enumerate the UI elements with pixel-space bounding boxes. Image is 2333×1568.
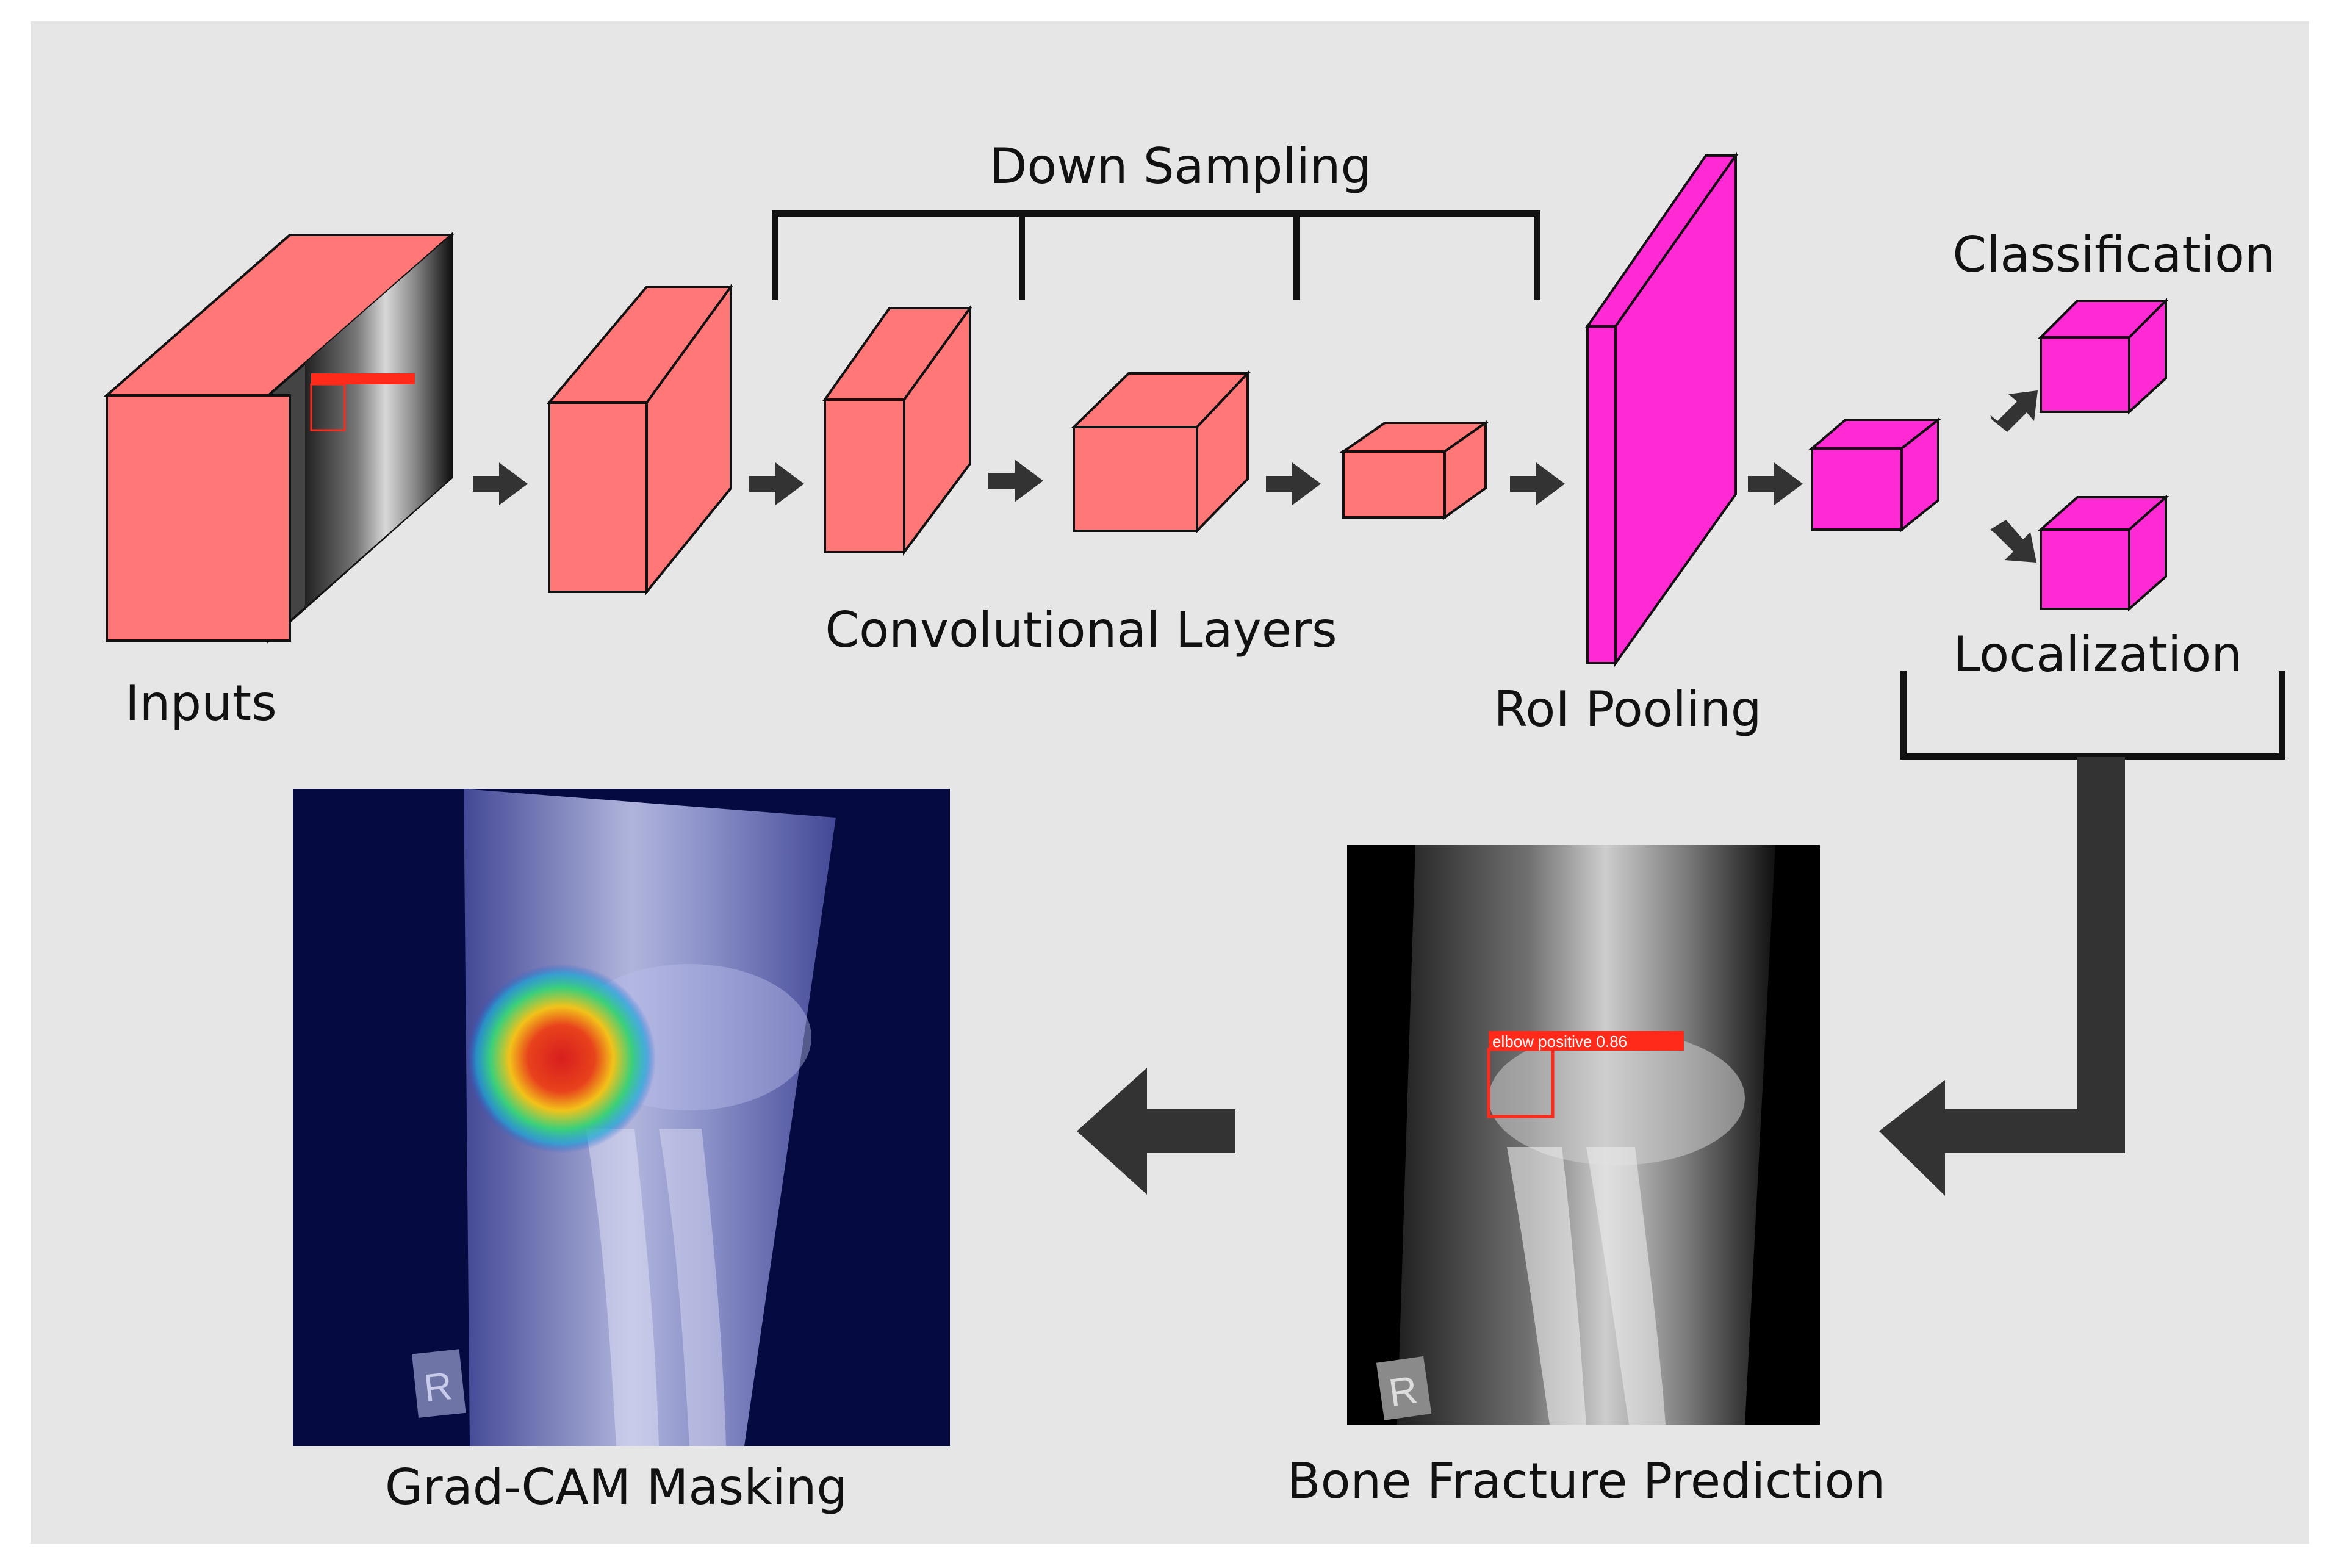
return-arrow-to-prediction xyxy=(1879,757,2125,1196)
arrow-down-right xyxy=(1990,520,2036,563)
input-block xyxy=(103,232,455,644)
arrow-up-right xyxy=(1990,390,2038,432)
arrow-right-5 xyxy=(1510,462,1565,505)
flow-arrows xyxy=(473,390,2038,563)
label-roi-pooling: RoI Pooling xyxy=(1494,681,1761,738)
arrow-to-gradcam xyxy=(1077,1068,1235,1195)
down-sampling-bracket xyxy=(772,210,1540,300)
roi-pooling-block xyxy=(1585,151,1738,667)
arrow-right-2 xyxy=(749,462,804,505)
localization-head-block xyxy=(2037,494,2169,612)
arrow-right-4 xyxy=(1266,462,1321,505)
prediction-r-marker-bg xyxy=(1376,1356,1432,1420)
prediction-xray-image: elbow positive 0.86 R xyxy=(1347,845,1820,1425)
classification-head-block xyxy=(2038,298,2169,415)
label-localization: Localization xyxy=(1953,626,2242,683)
label-inputs: Inputs xyxy=(125,675,277,732)
gradcam-heatmap xyxy=(467,964,656,1153)
conv-block-4 xyxy=(1339,420,1490,520)
fc-block xyxy=(1808,417,1942,533)
label-convolutional-layers: Convolutional Layers xyxy=(825,602,1337,658)
label-bone-fracture-prediction: Bone Fracture Prediction xyxy=(1287,1453,1886,1509)
input-xray-face xyxy=(305,235,451,607)
arrow-right-6 xyxy=(1748,462,1803,505)
label-down-sampling: Down Sampling xyxy=(990,138,1372,195)
prediction-detection-tag-bg xyxy=(1489,1031,1684,1051)
conv-block-1 xyxy=(546,282,733,595)
prediction-detection-tag: elbow positive 0.86 xyxy=(1492,1032,1627,1051)
conv-block-3 xyxy=(1071,370,1251,534)
prediction-r-marker: R xyxy=(1386,1367,1420,1415)
gradcam-r-marker: R xyxy=(422,1364,454,1410)
arrow-right-1 xyxy=(473,462,528,505)
label-classification: Classification xyxy=(1952,226,2275,283)
conv-block-2 xyxy=(822,304,972,556)
label-gradcam-masking: Grad-CAM Masking xyxy=(385,1459,847,1516)
gradcam-r-marker-bg xyxy=(411,1349,466,1418)
gradcam-xray-image: R xyxy=(293,789,950,1446)
arrow-right-3 xyxy=(988,459,1043,502)
